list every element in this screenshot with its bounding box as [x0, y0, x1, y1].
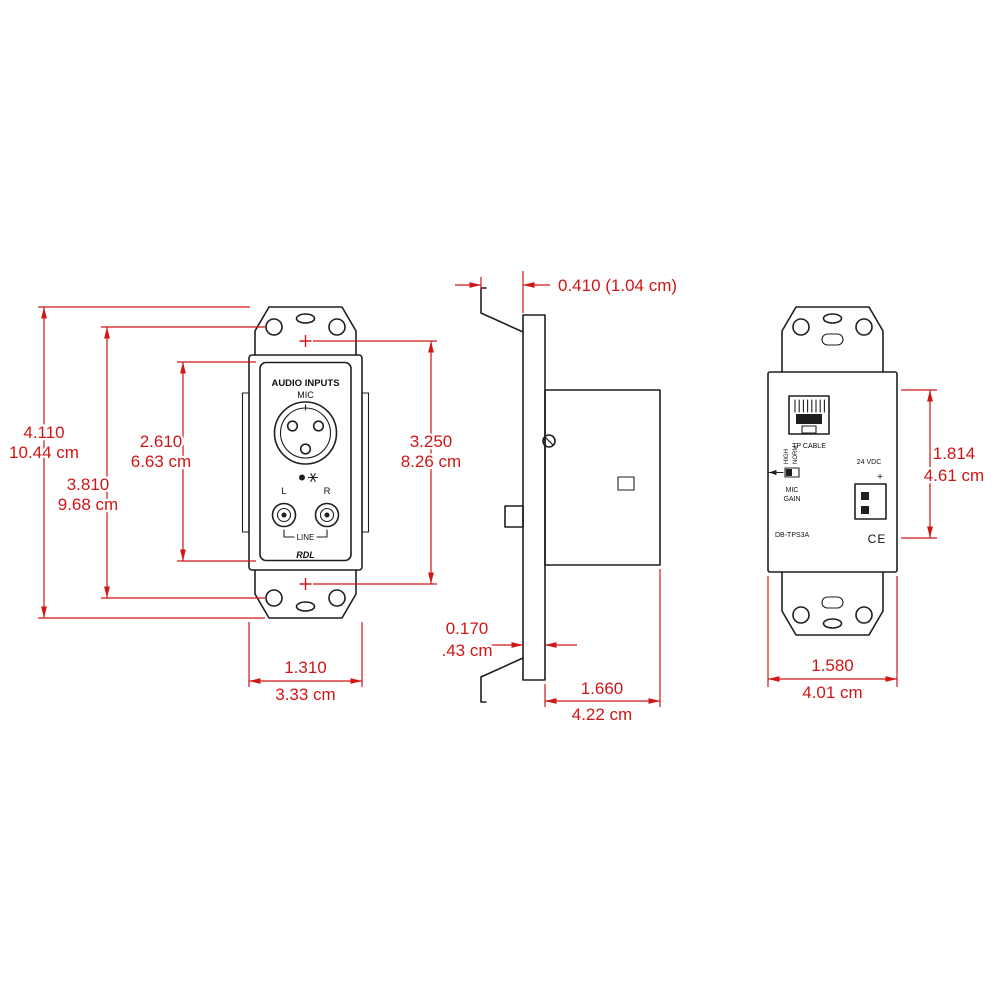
dim-overall-height-cm: 10.44 cm	[9, 443, 79, 462]
line-label: LINE	[297, 533, 315, 542]
dim-plus-span: 3.250 8.26 cm	[313, 340, 463, 585]
side-enclosure	[544, 389, 661, 566]
dim-overall-height: 4.110 10.44 cm	[7, 306, 265, 619]
side-jack-shaft	[504, 505, 524, 528]
rear-view: TP CABLE 24 VDC + HIGH NORM MIC GAIN DB-…	[767, 306, 898, 636]
side-tab	[241, 392, 250, 533]
dim-insert-height-cm: 6.63 cm	[131, 452, 191, 471]
decora-insert	[259, 361, 352, 562]
reference-plus-marks	[299, 335, 312, 590]
mounting-slot	[822, 618, 843, 629]
screw-hole	[265, 318, 283, 336]
supply-label: 24 VDC	[857, 459, 882, 466]
rear-bottom-mounting-ear	[781, 571, 884, 636]
mounting-slot	[295, 601, 316, 612]
dim-depth-cm: 4.22 cm	[572, 705, 632, 724]
dim-depth-in: 1.660	[581, 679, 624, 698]
dim-rear-width-in: 1.580	[811, 656, 854, 675]
gain-switch: HIGH NORM MIC GAIN	[768, 446, 801, 503]
dim-module-height-in: 1.814	[933, 444, 976, 463]
front-plate	[241, 354, 370, 571]
rca-jack-right	[314, 502, 340, 528]
screw-hole	[855, 606, 873, 624]
dim-plus-span-cm: 8.26 cm	[401, 452, 461, 471]
dim-front-width: 1.310 3.33 cm	[248, 622, 363, 706]
dim-overall-height-in: 4.110	[23, 423, 64, 442]
rca-jack-left	[271, 502, 297, 528]
audio-inputs-label: AUDIO INPUTS	[271, 378, 339, 389]
mic-gain-label-gain: GAIN	[783, 496, 800, 503]
side-dimensions: 0.410 (1.04 cm) 0.170 .43 cm 1.660 4.22 …	[439, 271, 679, 726]
xlr-pin	[299, 443, 312, 455]
gain-norm-label: NORM	[793, 446, 799, 464]
dim-module-height-cm: 4.61 cm	[924, 466, 984, 485]
dim-hole-span-in: 3.810	[67, 475, 110, 494]
dim-rear-width: 1.580 4.01 cm	[767, 576, 898, 704]
screw-hole	[265, 589, 283, 607]
front-bottom-mounting-ear	[254, 569, 357, 619]
mounting-slot	[295, 313, 316, 324]
mic-label: MIC	[297, 390, 314, 400]
xlr-pin	[286, 420, 299, 432]
side-view	[480, 287, 661, 703]
dim-front-width-cm: 3.33 cm	[275, 685, 335, 704]
phantom-symbol-icon	[307, 473, 319, 482]
model-label: DB-TPS3A	[775, 532, 810, 539]
ce-mark: CE	[868, 532, 887, 546]
xlr-connector	[273, 401, 338, 465]
front-dimensions: 4.110 10.44 cm 3.810 9.68 cm 2.610 6.63 …	[7, 306, 463, 706]
right-channel-label: R	[324, 486, 331, 497]
side-tab	[361, 392, 370, 533]
rear-dimensions: 1.814 4.61 cm 1.580 4.01 cm	[767, 389, 986, 704]
side-slot	[617, 476, 635, 491]
dim-rear-width-cm: 4.01 cm	[802, 683, 862, 702]
screw-hole	[792, 318, 810, 336]
side-faceplate	[522, 314, 546, 681]
screw-hole	[328, 318, 346, 336]
mounting-slot	[821, 596, 844, 609]
front-view: AUDIO INPUTS MIC L R	[241, 306, 370, 619]
dim-hole-span: 3.810 9.68 cm	[56, 326, 265, 599]
side-bottom-bracket	[480, 657, 524, 703]
brand-logo: RDL	[296, 550, 315, 560]
dim-plate-thickness-in: 0.170	[446, 619, 489, 638]
plus-polarity-label: +	[877, 472, 883, 483]
phantom-power-led	[299, 473, 319, 482]
mic-gain-label-mic: MIC	[786, 487, 799, 494]
dim-hole-span-cm: 9.68 cm	[58, 495, 118, 514]
rear-top-mounting-ear	[781, 306, 884, 373]
screw-hole	[792, 606, 810, 624]
mounting-slot	[822, 313, 843, 324]
terminal-block	[854, 483, 887, 520]
dim-front-offset: 0.410 (1.04 cm)	[455, 271, 679, 313]
screw-hole	[328, 589, 346, 607]
dim-depth: 1.660 4.22 cm	[544, 569, 661, 726]
left-channel-label: L	[281, 486, 286, 497]
gain-high-label: HIGH	[784, 449, 790, 464]
line-bracket	[283, 529, 328, 538]
dim-module-height: 1.814 4.61 cm	[901, 389, 986, 539]
dim-front-offset-label: 0.410 (1.04 cm)	[558, 276, 677, 295]
dim-front-width-in: 1.310	[284, 658, 327, 677]
dim-plate-thickness: 0.170 .43 cm	[439, 617, 577, 662]
xlr-pin	[312, 420, 325, 432]
screw-hole	[855, 318, 873, 336]
rear-enclosure	[767, 371, 898, 573]
side-screw	[542, 434, 556, 448]
side-top-bracket	[480, 287, 524, 333]
rj45-jack	[788, 395, 830, 435]
dim-plus-span-in: 3.250	[410, 432, 453, 451]
tp-cable-label: TP CABLE	[792, 443, 826, 450]
dim-plate-thickness-cm: .43 cm	[441, 641, 492, 660]
mounting-slot	[821, 333, 844, 346]
dim-insert-height: 2.610 6.63 cm	[129, 361, 256, 562]
dim-insert-height-in: 2.610	[140, 432, 183, 451]
front-top-mounting-ear	[254, 306, 357, 356]
